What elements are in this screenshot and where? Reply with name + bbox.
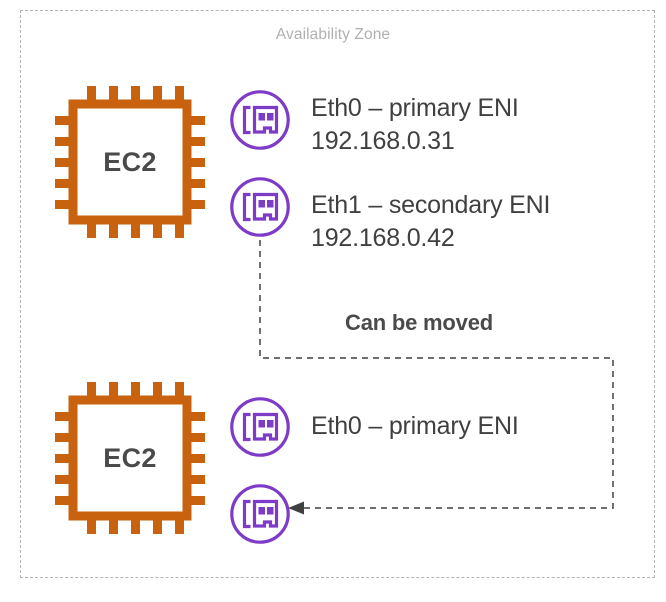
eni-network-card-icon bbox=[229, 483, 291, 545]
eth1-secondary-ip: 192.168.0.42 bbox=[311, 224, 455, 252]
eth0-primary-title: Eth0 – primary ENI bbox=[311, 94, 519, 122]
eth1-secondary-title: Eth1 – secondary ENI bbox=[311, 191, 551, 219]
eth0-primary-text-block: Eth0 – primary ENI 192.168.0.31 bbox=[311, 92, 519, 158]
can-be-moved-caption: Can be moved bbox=[345, 310, 493, 335]
availability-zone-boundary bbox=[20, 10, 655, 578]
availability-zone-title: Availability Zone bbox=[275, 26, 391, 43]
ec2-instance-bottom-icon: EC2 bbox=[55, 378, 205, 538]
ec2-instance-top-icon: EC2 bbox=[55, 82, 205, 242]
bottom-eth0-primary-text-block: Eth0 – primary ENI bbox=[311, 410, 519, 443]
bottom-eth0-primary-title: Eth0 – primary ENI bbox=[311, 412, 519, 440]
eni-network-card-icon bbox=[229, 89, 291, 151]
eth1-secondary-text-block: Eth1 – secondary ENI 192.168.0.42 bbox=[311, 189, 550, 255]
eni-network-card-icon bbox=[229, 396, 291, 458]
eni-network-card-icon bbox=[229, 176, 291, 238]
eth0-primary-ip: 192.168.0.31 bbox=[311, 127, 455, 155]
